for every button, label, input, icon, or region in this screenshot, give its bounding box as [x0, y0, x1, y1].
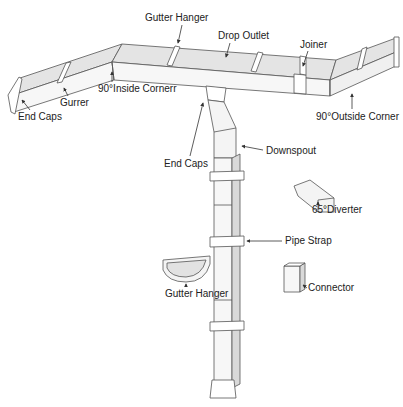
leader-line [64, 88, 68, 96]
connector-part [284, 263, 305, 266]
pipe-strap [210, 171, 244, 331]
part-label: 90°Inside Cornerr [98, 83, 176, 95]
leader-line [226, 43, 230, 57]
pipe-strap [210, 236, 244, 247]
part-label: 65°Diverter [312, 204, 362, 216]
part-label: 90°Outside Corner [316, 111, 399, 123]
downspout [206, 86, 226, 102]
gutter-hanger-part [163, 256, 210, 282]
downspout [214, 158, 232, 388]
part-label: Gutter Hanger [165, 288, 228, 300]
leader-line [22, 100, 30, 110]
end-cap [8, 37, 399, 114]
end-cap [394, 37, 399, 67]
part-label: Downspout [266, 145, 316, 157]
leader-line [247, 241, 282, 242]
connector-part [284, 263, 305, 292]
leader-line [242, 146, 263, 150]
connector-part [284, 266, 300, 292]
downspout [214, 300, 232, 301]
part-label: End Caps [164, 158, 208, 170]
part-label: Pipe Strap [285, 235, 332, 247]
part-label: Drop Outlet [218, 30, 269, 42]
part-label: End Caps [18, 111, 62, 123]
gutter-hanger [57, 46, 367, 83]
leader-line [22, 25, 352, 288]
leader-line [303, 51, 308, 66]
gutter-hanger [251, 52, 263, 72]
part-label: Connector [308, 282, 354, 294]
leader-line [112, 72, 113, 82]
downspout [208, 100, 236, 158]
part-label: Gutter Hanger [145, 12, 208, 24]
diverter [318, 198, 334, 200]
part-label: Gurrer [60, 97, 89, 109]
leader-line [186, 284, 187, 287]
leader-line [190, 103, 203, 156]
gutter-hanger-part [167, 260, 206, 277]
gutter-hanger-part [163, 256, 210, 282]
downspout [214, 128, 236, 132]
connector-part [300, 263, 305, 292]
gutter-hanger [357, 47, 367, 70]
gutter-hanger [57, 62, 71, 83]
gutter-hanger [167, 46, 180, 66]
leader-line [303, 285, 307, 288]
leader-line [178, 25, 182, 43]
pipe-strap [210, 171, 244, 181]
part-label: Joiner [300, 39, 327, 51]
leader-line [352, 94, 353, 109]
downspout [232, 154, 240, 388]
pipe-strap [210, 321, 244, 331]
downspout [210, 380, 236, 398]
gutter-run [330, 80, 331, 96]
end-cap [8, 77, 22, 114]
gutter-run [10, 38, 396, 112]
leader-line [318, 202, 319, 204]
downspout [214, 205, 232, 206]
joiner [294, 74, 306, 94]
